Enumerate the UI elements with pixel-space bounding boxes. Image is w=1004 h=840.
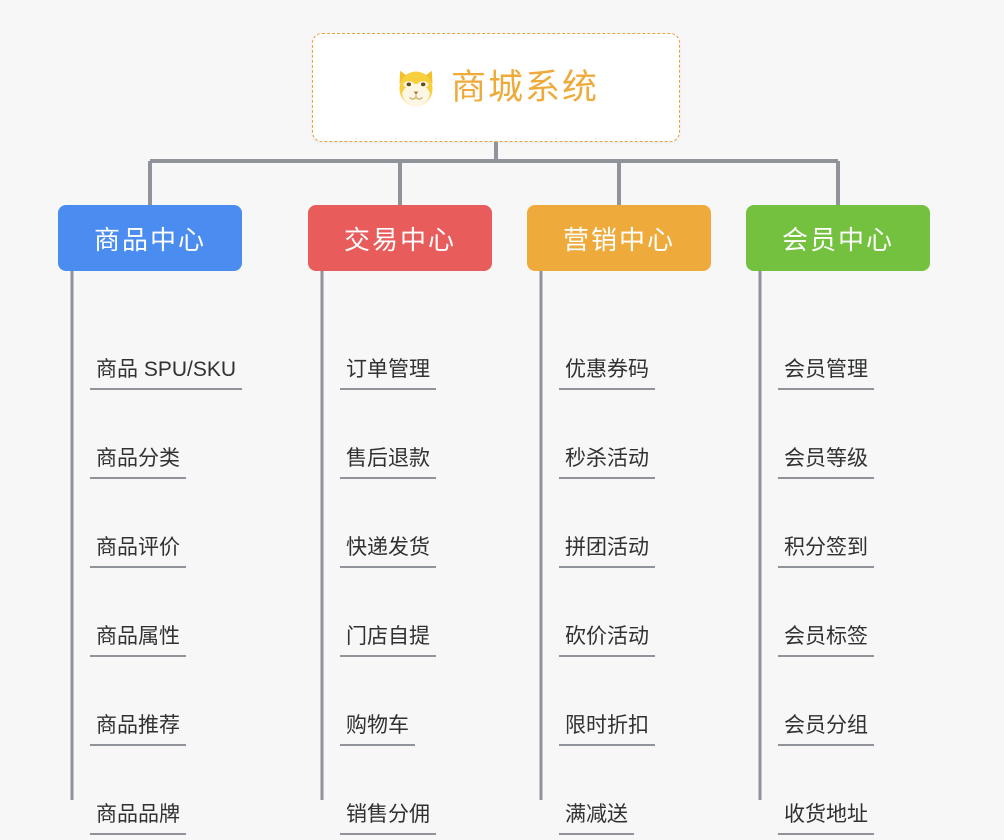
leaf-list: 会员管理 会员等级 积分签到 会员标签 会员分组 收货地址 — [746, 301, 930, 835]
category-column-marketing-center: 营销中心 优惠券码 秒杀活动 拼团活动 砍价活动 限时折扣 满减送 — [527, 205, 711, 835]
leaf-item[interactable]: 销售分佣 — [308, 746, 492, 835]
leaf-label: 购物车 — [340, 714, 415, 746]
category-title: 交易中心 — [343, 224, 456, 255]
leaf-item[interactable]: 优惠券码 — [527, 301, 711, 390]
leaf-item[interactable]: 会员标签 — [746, 568, 930, 657]
leaf-label: 限时折扣 — [559, 714, 655, 746]
leaf-label: 秒杀活动 — [559, 447, 655, 479]
leaf-label: 会员管理 — [778, 358, 874, 390]
leaf-label: 售后退款 — [340, 447, 436, 479]
leaf-item[interactable]: 砍价活动 — [527, 568, 711, 657]
category-column-product-center: 商品中心 商品 SPU/SKU 商品分类 商品评价 商品属性 商品推荐 商品品牌 — [58, 205, 243, 835]
leaf-label: 积分签到 — [778, 536, 874, 568]
leaf-list: 优惠券码 秒杀活动 拼团活动 砍价活动 限时折扣 满减送 — [527, 301, 711, 835]
leaf-label: 门店自提 — [340, 625, 436, 657]
leaf-label: 会员分组 — [778, 714, 874, 746]
leaf-label: 砍价活动 — [559, 625, 655, 657]
category-title: 营销中心 — [562, 224, 675, 255]
root-node[interactable]: 商城系统 — [312, 33, 680, 142]
leaf-list: 商品 SPU/SKU 商品分类 商品评价 商品属性 商品推荐 商品品牌 — [58, 301, 243, 835]
category-title: 会员中心 — [781, 224, 894, 255]
category-header-marketing-center[interactable]: 营销中心 — [527, 205, 711, 271]
leaf-list: 订单管理 售后退款 快递发货 门店自提 购物车 销售分佣 — [308, 301, 492, 835]
leaf-item[interactable]: 门店自提 — [308, 568, 492, 657]
leaf-label: 商品品牌 — [90, 803, 186, 835]
leaf-item[interactable]: 会员等级 — [746, 390, 930, 479]
leaf-item[interactable]: 商品推荐 — [58, 657, 242, 746]
leaf-label: 商品推荐 — [90, 714, 186, 746]
leaf-label: 销售分佣 — [340, 803, 436, 835]
leaf-label: 订单管理 — [340, 358, 436, 390]
leaf-item[interactable]: 订单管理 — [308, 301, 492, 390]
leaf-item[interactable]: 限时折扣 — [527, 657, 711, 746]
root-title: 商城系统 — [450, 68, 599, 107]
leaf-item[interactable]: 积分签到 — [746, 479, 930, 568]
leaf-label: 商品 SPU/SKU — [90, 358, 243, 390]
leaf-label: 会员标签 — [778, 625, 874, 657]
category-header-member-center[interactable]: 会员中心 — [746, 205, 930, 271]
category-header-trade-center[interactable]: 交易中心 — [308, 205, 492, 271]
leaf-label: 商品分类 — [90, 447, 186, 479]
leaf-label: 优惠券码 — [559, 358, 655, 390]
leaf-item[interactable]: 售后退款 — [308, 390, 492, 479]
shiba-dog-face-icon — [399, 70, 433, 106]
leaf-label: 收货地址 — [778, 803, 874, 835]
leaf-item[interactable]: 商品评价 — [58, 479, 242, 568]
leaf-label: 商品属性 — [90, 625, 186, 657]
leaf-item[interactable]: 满减送 — [527, 746, 711, 835]
leaf-item[interactable]: 商品分类 — [58, 390, 242, 479]
leaf-item[interactable]: 会员分组 — [746, 657, 930, 746]
leaf-item[interactable]: 会员管理 — [746, 301, 930, 390]
leaf-label: 拼团活动 — [559, 536, 655, 568]
leaf-item[interactable]: 快递发货 — [308, 479, 492, 568]
leaf-item[interactable]: 商品属性 — [58, 568, 242, 657]
leaf-item[interactable]: 购物车 — [308, 657, 492, 746]
leaf-label: 商品评价 — [90, 536, 186, 568]
leaf-item[interactable]: 秒杀活动 — [527, 390, 711, 479]
category-column-member-center: 会员中心 会员管理 会员等级 积分签到 会员标签 会员分组 收货地址 — [746, 205, 930, 835]
category-column-trade-center: 交易中心 订单管理 售后退款 快递发货 门店自提 购物车 销售分佣 — [308, 205, 492, 835]
leaf-item[interactable]: 商品品牌 — [58, 746, 242, 835]
leaf-item[interactable]: 拼团活动 — [527, 479, 711, 568]
leaf-label: 会员等级 — [778, 447, 874, 479]
leaf-label: 快递发货 — [340, 536, 436, 568]
leaf-label: 满减送 — [559, 803, 634, 835]
category-title: 商品中心 — [93, 224, 206, 255]
leaf-item[interactable]: 商品 SPU/SKU — [58, 301, 243, 390]
leaf-item[interactable]: 收货地址 — [746, 746, 930, 835]
category-header-product-center[interactable]: 商品中心 — [58, 205, 242, 271]
